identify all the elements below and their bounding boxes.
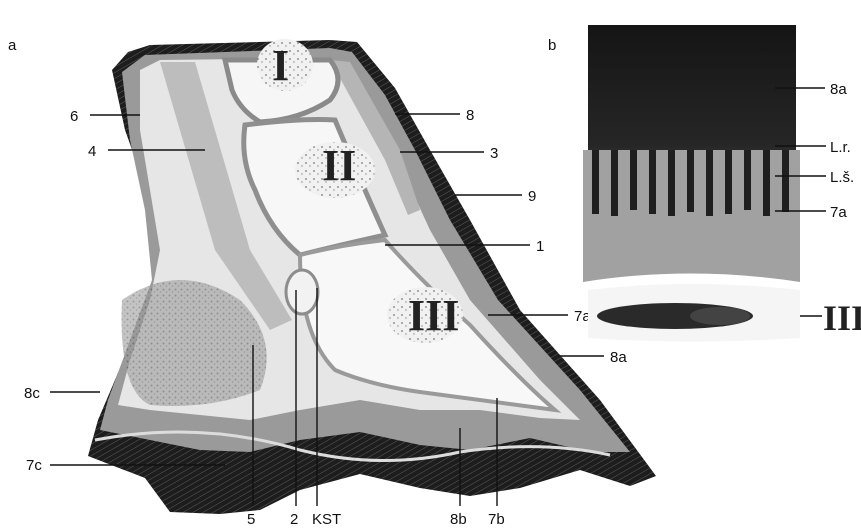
label-9: 9 — [528, 188, 536, 205]
label-kst: KST — [312, 511, 341, 528]
panel-b-illustration: b — [548, 25, 800, 342]
label-4: 4 — [88, 143, 96, 160]
label-3: 3 — [490, 145, 498, 162]
label-5: 5 — [247, 511, 255, 528]
roman-i: I — [272, 41, 289, 90]
label-8a: 8a — [610, 349, 627, 366]
label-8c: 8c — [24, 385, 40, 402]
label-1: 1 — [536, 238, 544, 255]
label-8b: 8b — [450, 511, 467, 528]
roman-iii-panel-b: III — [823, 298, 861, 338]
label-b-7a: 7a — [830, 204, 847, 221]
navicular-bone — [286, 270, 318, 314]
label-6: 6 — [70, 108, 78, 125]
label-8: 8 — [466, 107, 474, 124]
panel-a-illustration: I II III — [88, 39, 656, 514]
panel-b-label: b — [548, 37, 556, 54]
label-7b: 7b — [488, 511, 505, 528]
roman-iii-panel-a: III — [408, 291, 459, 340]
bone-iii-strip-marrow-light — [690, 307, 750, 325]
panel-a-label: a — [8, 37, 17, 54]
roman-ii: II — [322, 141, 356, 190]
label-7c: 7c — [26, 457, 42, 474]
label-2: 2 — [290, 511, 298, 528]
label-b-8a: 8a — [830, 81, 847, 98]
label-b-ls: L.š. — [830, 169, 854, 186]
label-b-lr: L.r. — [830, 139, 851, 156]
